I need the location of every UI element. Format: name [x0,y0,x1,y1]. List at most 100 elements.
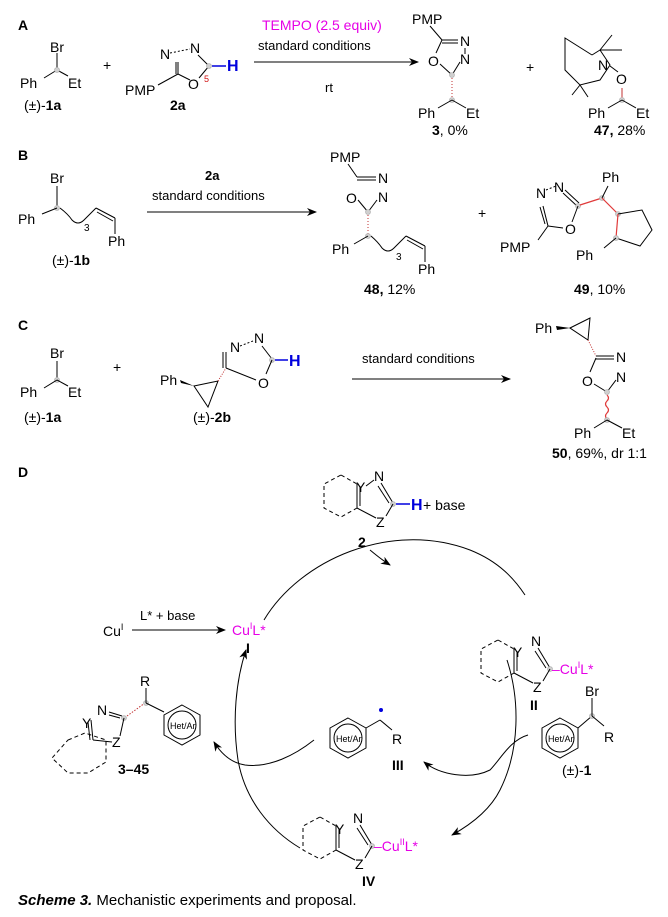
svg-text:N: N [97,702,107,718]
intermediate-I: CuIL* I [232,621,266,656]
svg-text:Y: Y [82,715,92,731]
svg-text:Br: Br [50,345,64,361]
svg-text:Et: Et [68,75,81,91]
svg-text:IV: IV [362,873,376,889]
svg-text:2a: 2a [170,97,186,113]
svg-text:Z: Z [376,514,385,530]
panel-d-label: D [18,464,28,480]
svg-text:N: N [536,185,546,201]
svg-text:Z: Z [533,679,542,695]
svg-text:H: H [227,58,239,75]
svg-text:N: N [531,633,541,649]
caption-label: Scheme 3. [18,892,93,909]
svg-text:Het/Ar: Het/Ar [548,734,574,744]
svg-text:O: O [582,373,593,389]
svg-text:Br: Br [50,39,64,55]
svg-text:O: O [346,190,357,206]
svg-text:N: N [160,46,170,62]
svg-text:5: 5 [204,74,209,84]
svg-text:N: N [374,468,384,484]
product-3: PMP N N O Ph Et 3, 0% [412,11,479,138]
substrate-1b: Br Ph 3 Ph (±)-1b [18,170,125,268]
svg-text:Ph: Ph [332,241,349,257]
svg-text:PMP: PMP [330,149,360,165]
svg-text:N: N [598,57,608,73]
svg-text:L* + base: L* + base [140,608,195,623]
plus-sign: + [526,59,534,75]
svg-text:Het/Ar: Het/Ar [336,734,362,744]
intermediate-II: Y N Z –CuIL* II [480,633,594,713]
substrate-1a: Br Ph Et (±)-1a [20,39,81,113]
svg-text:(±)-1a: (±)-1a [24,409,61,425]
panel-c-label: C [18,317,28,333]
substrate-1: Het/Ar Br R (±)-1 [541,683,614,778]
svg-text:Et: Et [636,105,649,121]
svg-text:(±)-1a: (±)-1a [24,97,61,113]
svg-text:Ph: Ph [20,384,37,400]
svg-text:3–45: 3–45 [118,761,149,777]
svg-text:Y: Y [356,479,366,495]
svg-text:2: 2 [358,534,366,550]
svg-text:O: O [428,53,439,69]
svg-text:Ph: Ph [535,320,552,336]
svg-text:Ph: Ph [588,105,605,121]
plus-sign: + [478,205,486,221]
svg-text:Ph: Ph [18,211,35,227]
panel-a-label: A [18,17,28,33]
svg-text:3: 3 [84,223,90,234]
product-48: PMP N N O Ph 3 Ph 48, 12% [330,149,435,297]
svg-text:N: N [254,330,264,346]
svg-text:Ph: Ph [418,261,435,277]
svg-text:Het/Ar: Het/Ar [170,721,196,731]
svg-text:+ base: + base [423,497,466,513]
svg-text:Ph: Ph [576,247,593,263]
svg-text:N: N [378,189,388,205]
svg-text:N: N [616,369,626,385]
svg-text:Et: Et [68,384,81,400]
svg-text:Ph: Ph [418,105,435,121]
reaction-arrow-c: standard conditions [352,351,511,383]
product-50: Ph N N O Ph Et 50, 69%, dr 1:1 [535,317,647,461]
svg-text:47, 28%: 47, 28% [594,122,645,138]
caption-text: Mechanistic experiments and proposal. [92,892,357,909]
radical-III: Het/Ar R III [329,708,404,773]
reaction-arrow-a: TEMPO (2.5 equiv) standard conditions rt [254,17,419,95]
svg-text:N: N [230,339,240,355]
svg-text:CuI: CuI [103,622,123,639]
svg-text:N: N [378,170,388,186]
product-3-45: Y N Z R Het/Ar 3–45 [51,673,201,777]
svg-text:Ph: Ph [20,75,37,91]
svg-text:3: 3 [396,252,402,263]
svg-text:N: N [460,51,470,67]
svg-text:III: III [392,757,404,773]
svg-text:rt: rt [325,80,333,95]
svg-text:Et: Et [622,425,635,441]
svg-text:PMP: PMP [500,239,530,255]
svg-text:CuIL*: CuIL* [232,621,266,638]
svg-text:O: O [616,71,627,87]
svg-text:49, 10%: 49, 10% [574,281,625,297]
svg-text:Ph: Ph [108,233,125,249]
svg-text:Z: Z [112,734,121,750]
plus-sign: + [113,359,121,375]
svg-text:Y: Y [335,821,345,837]
svg-text:R: R [604,729,614,745]
cu-precatalyst: CuI L* + base [103,608,226,639]
svg-text:N: N [616,349,626,365]
product-49: N N O PMP Ph Ph 49, 10% [500,169,653,297]
svg-text:Ph: Ph [160,372,177,388]
panel-b-label: B [18,147,28,163]
svg-text:Z: Z [355,856,364,872]
svg-text:N: N [190,40,200,56]
product-47: N O Ph Et 47, 28% [564,34,649,138]
svg-text:PMP: PMP [125,82,155,98]
svg-text:N: N [353,810,363,826]
svg-text:PMP: PMP [412,11,442,27]
svg-text:Et: Et [466,105,479,121]
svg-text:(±)-1: (±)-1 [562,762,592,778]
svg-text:Ph: Ph [602,169,619,185]
figure-caption: Scheme 3. Mechanistic experiments and pr… [18,892,357,909]
svg-text:R: R [392,731,402,747]
reaction-arrow-b: 2a standard conditions [147,168,317,216]
svg-text:(±)-2b: (±)-2b [193,409,231,425]
